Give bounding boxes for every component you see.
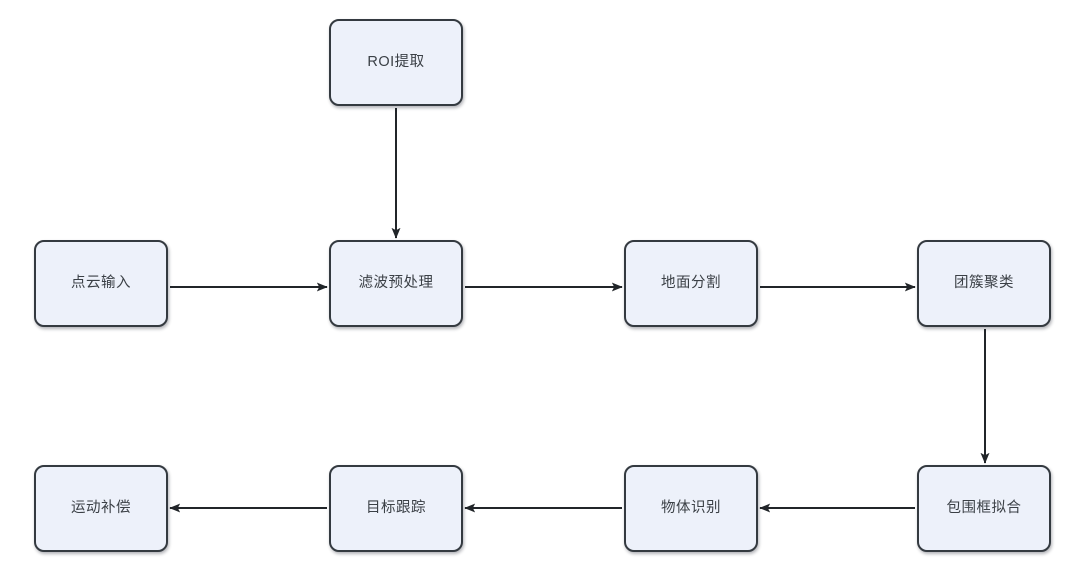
node-motion-compensation[interactable]: 运动补偿 (34, 465, 168, 552)
node-label: 团簇聚类 (954, 274, 1014, 291)
node-object-recognition[interactable]: 物体识别 (624, 465, 758, 552)
node-label: ROI提取 (367, 53, 425, 70)
node-target-tracking[interactable]: 目标跟踪 (329, 465, 463, 552)
node-filter-preprocessing[interactable]: 滤波预处理 (329, 240, 463, 327)
node-label: 滤波预处理 (358, 274, 434, 291)
node-label: 点云输入 (71, 274, 131, 291)
node-label: 物体识别 (661, 499, 721, 516)
node-point-cloud-input[interactable]: 点云输入 (34, 240, 168, 327)
node-bounding-box-fitting[interactable]: 包围框拟合 (917, 465, 1051, 552)
node-ground-segmentation[interactable]: 地面分割 (624, 240, 758, 327)
node-cluster-grouping[interactable]: 团簇聚类 (917, 240, 1051, 327)
node-label: 目标跟踪 (366, 499, 426, 516)
node-label: 运动补偿 (71, 499, 131, 516)
node-label: 包围框拟合 (946, 499, 1022, 516)
node-roi-extraction[interactable]: ROI提取 (329, 19, 463, 106)
node-label: 地面分割 (661, 274, 721, 291)
